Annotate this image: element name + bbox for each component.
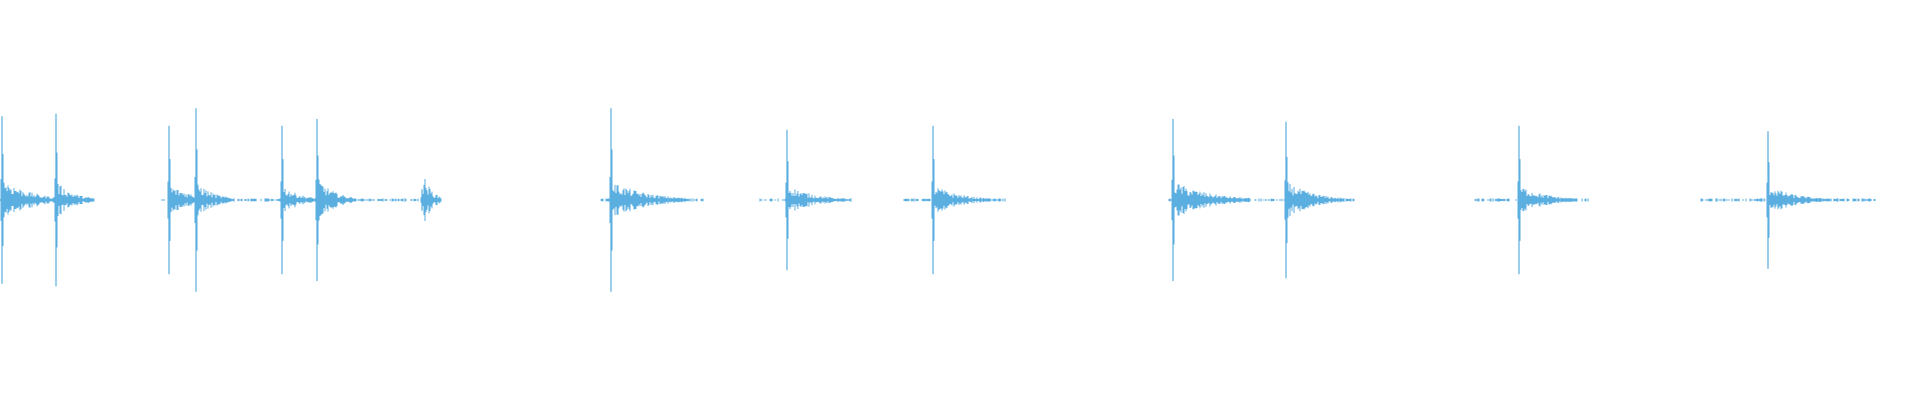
waveform-samples — [0, 108, 1876, 292]
